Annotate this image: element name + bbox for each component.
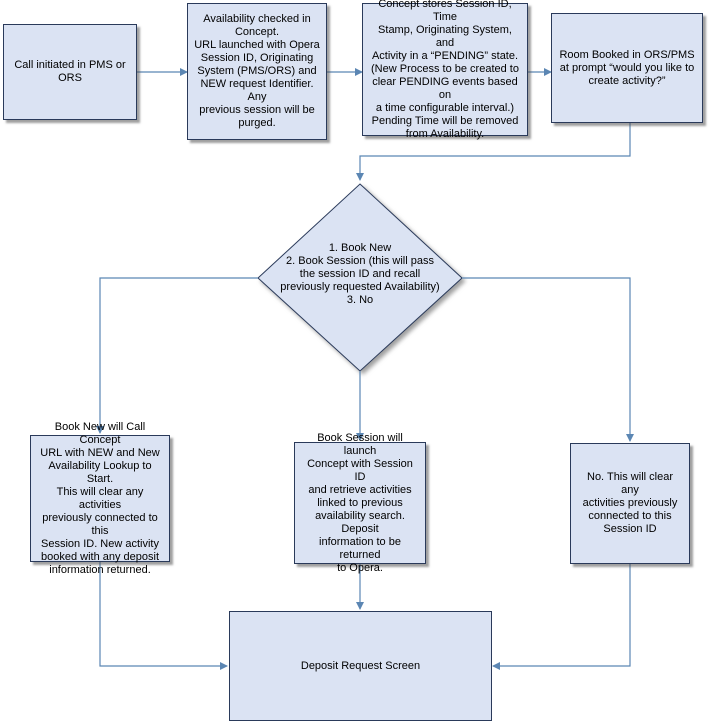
- concept-stores-text: Concept stores Session ID, Time Stamp, O…: [371, 0, 519, 140]
- book-new-text: Book New will Call Concept URL with NEW …: [40, 420, 160, 576]
- deposit-screen-text: Deposit Request Screen: [300, 659, 421, 672]
- call-initiated-box: Call initiated in PMS or ORS: [3, 24, 137, 120]
- decision-text: 1. Book New 2. Book Session (this will p…: [280, 242, 440, 306]
- deposit-screen-box: Deposit Request Screen: [229, 611, 492, 721]
- concept-stores-box: Concept stores Session ID, Time Stamp, O…: [362, 0, 528, 140]
- arrow-decision-to-book-new: [96, 277, 258, 434]
- room-booked-box: Room Booked in ORS/PMS at prompt “would …: [551, 13, 703, 123]
- arrow-decision-to-no: [462, 277, 634, 442]
- book-new-box: Book New will Call Concept URL with NEW …: [30, 421, 170, 576]
- no-option-box: No. This will clear any activities previ…: [570, 443, 690, 564]
- arrow-room-to-decision: [356, 123, 631, 181]
- call-initiated-text: Call initiated in PMS or ORS: [14, 59, 126, 84]
- no-option-text: No. This will clear any activities previ…: [582, 471, 678, 535]
- room-booked-text: Room Booked in ORS/PMS at prompt “would …: [559, 48, 695, 87]
- book-session-text: Book Session will launch Concept with Se…: [307, 431, 413, 574]
- book-session-box: Book Session will launch Concept with Se…: [294, 432, 426, 574]
- arrow-book-new-to-deposit: [99, 562, 228, 670]
- availability-checked-text: Availability checked in Concept. URL lau…: [194, 13, 320, 129]
- arrow-no-to-deposit: [492, 564, 631, 670]
- availability-checked-box: Availability checked in Concept. URL lau…: [187, 3, 327, 140]
